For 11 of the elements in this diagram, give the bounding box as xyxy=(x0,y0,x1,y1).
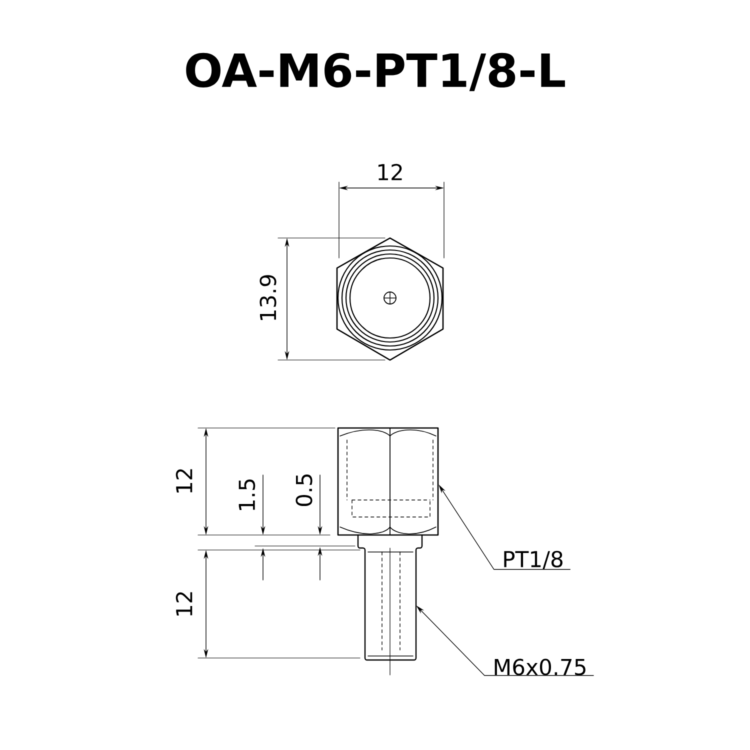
hex-body xyxy=(337,427,439,536)
threaded-shank xyxy=(357,534,423,661)
dimension-label: 1.5 xyxy=(238,480,256,510)
callout-label: PT1/8 xyxy=(504,550,562,570)
title: OA-M6-PT1/8-L xyxy=(186,52,565,92)
dimension-label: 12 xyxy=(176,592,192,616)
dimension-label: 0.5 xyxy=(296,474,312,506)
dimension-label: 12 xyxy=(176,469,192,493)
dimension-label: 12 xyxy=(378,164,402,180)
dimension-label: 13.9 xyxy=(260,275,276,320)
callout-label: M6x0.75 xyxy=(494,658,586,676)
